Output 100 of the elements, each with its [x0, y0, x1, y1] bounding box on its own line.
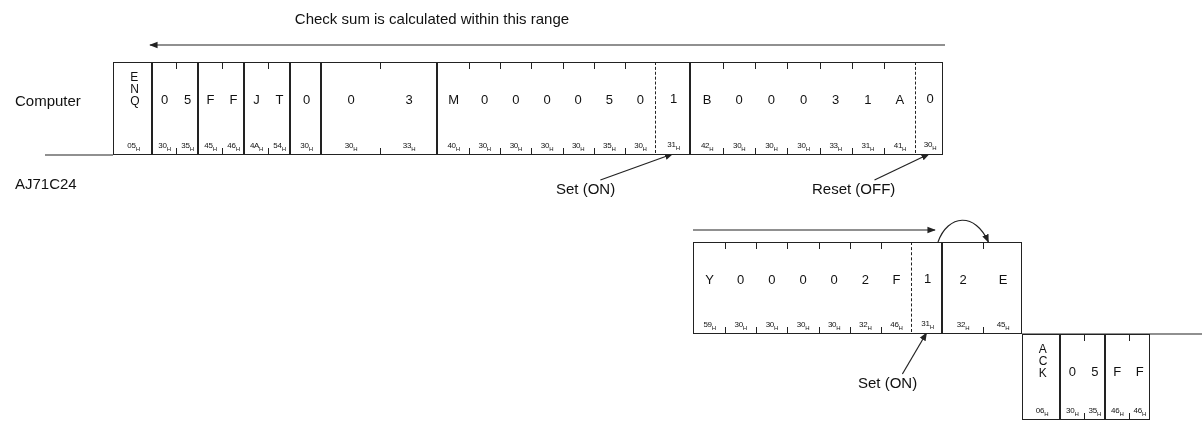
callout-label: Set (ON) [858, 374, 918, 391]
hex-code: 31$_{H}$ [666, 140, 681, 151]
hex-code: 30$_{H}$ [157, 141, 172, 152]
side-label: AJ71C24 [15, 175, 77, 192]
hex-code: 31$_{H}$ [860, 141, 875, 152]
character: 0 [346, 93, 356, 107]
character: ACK [1038, 343, 1046, 379]
character: E [997, 273, 1009, 287]
hex-code: 4A$_{H}$ [248, 141, 265, 152]
character: 0 [573, 93, 583, 107]
frame-box [113, 62, 152, 155]
leader-line [873, 153, 930, 181]
frame-box [198, 62, 244, 155]
hex-code: 30$_{H}$ [343, 141, 359, 152]
character: B [701, 93, 713, 107]
hex-code: 35$_{H}$ [602, 141, 617, 152]
hex-code: 45$_{H}$ [995, 320, 1011, 331]
callout-label: Reset (OFF) [812, 180, 896, 197]
hex-code: 33$_{H}$ [401, 141, 417, 152]
hex-code: 05$_{H}$ [126, 141, 141, 152]
frame-box [321, 62, 437, 155]
hex-code: 33$_{H}$ [828, 141, 843, 152]
hex-code: 40$_{H}$ [446, 141, 461, 152]
hex-code: 54$_{H}$ [272, 141, 287, 152]
frame-box [693, 242, 942, 334]
character: 0 [767, 273, 777, 287]
frame-box [942, 242, 1022, 334]
hex-code: 32$_{H}$ [955, 320, 971, 331]
hex-code: 30$_{H}$ [508, 141, 524, 152]
hex-code: 30$_{H}$ [795, 320, 811, 331]
hex-code: 30$_{H}$ [764, 141, 779, 152]
hex-code: 30$_{H}$ [764, 320, 780, 331]
character: 0 [301, 93, 312, 107]
character: 2 [860, 273, 870, 287]
character: 1 [668, 92, 679, 106]
character: Y [704, 273, 715, 287]
hex-code: 46$_{H}$ [1110, 406, 1125, 417]
hex-code: 59$_{H}$ [702, 320, 717, 331]
character: 3 [831, 93, 841, 107]
hex-code: 46$_{H}$ [889, 320, 904, 331]
hex-code: 35$_{H}$ [180, 141, 195, 152]
frame-box [1060, 334, 1105, 420]
hex-code: 30$_{H}$ [732, 141, 747, 152]
leader-line [901, 332, 928, 375]
character: 0 [542, 93, 552, 107]
hex-code: 30$_{H}$ [570, 141, 586, 152]
leader-line [599, 153, 674, 181]
character: 0 [511, 93, 521, 107]
frame-box [290, 62, 321, 155]
character: 0 [798, 273, 808, 287]
range-note: Check sum is calculated within this range [294, 10, 570, 27]
character: 5 [604, 93, 614, 107]
hex-code: 30$_{H}$ [826, 320, 842, 331]
character: F [228, 93, 239, 107]
hex-code: 46$_{H}$ [1132, 406, 1147, 417]
character: 3 [404, 93, 414, 107]
hex-code: 30$_{H}$ [633, 141, 648, 152]
character: 5 [182, 93, 193, 107]
hex-code: 30$_{H}$ [539, 141, 555, 152]
character: 0 [734, 93, 744, 107]
character: F [205, 93, 216, 107]
hex-code: 30$_{H}$ [733, 320, 748, 331]
character: 1 [863, 93, 873, 107]
hex-code: 41$_{H}$ [892, 141, 908, 152]
character: 5 [1090, 365, 1100, 379]
hex-code: 06$_{H}$ [1034, 406, 1050, 417]
character: 0 [480, 93, 490, 107]
hex-code: 46$_{H}$ [226, 141, 241, 152]
character: 0 [1067, 365, 1077, 379]
hex-code: 31$_{H}$ [920, 319, 935, 330]
character: 0 [635, 93, 646, 107]
character: 0 [925, 92, 935, 106]
character: 0 [736, 273, 746, 287]
character: 0 [159, 93, 170, 107]
character: 0 [829, 273, 839, 287]
frame-box [244, 62, 290, 155]
hex-code: 30$_{H}$ [922, 140, 938, 151]
character: 0 [766, 93, 776, 107]
frame-box [152, 62, 198, 155]
hex-code: 42$_{H}$ [699, 141, 715, 152]
character: T [274, 93, 285, 107]
character: ENQ [130, 71, 137, 107]
side-label: Computer [15, 92, 81, 109]
frame-box [1022, 334, 1060, 420]
frame-box [437, 62, 690, 155]
curved-arrow [937, 219, 989, 243]
character: F [891, 273, 902, 287]
hex-code: 30$_{H}$ [477, 141, 492, 152]
character: F [1134, 365, 1145, 379]
character: F [1112, 365, 1123, 379]
hex-code: 30$_{H}$ [1065, 406, 1080, 417]
callout-label: Set (ON) [556, 180, 616, 197]
hex-code: 30$_{H}$ [796, 141, 811, 152]
character: A [894, 93, 906, 107]
hex-code: 35$_{H}$ [1087, 406, 1102, 417]
frame-box [1105, 334, 1150, 420]
hex-code: 32$_{H}$ [858, 320, 873, 331]
character: M [447, 93, 460, 107]
frame-box [690, 62, 943, 155]
hex-code: 30$_{H}$ [299, 141, 314, 152]
